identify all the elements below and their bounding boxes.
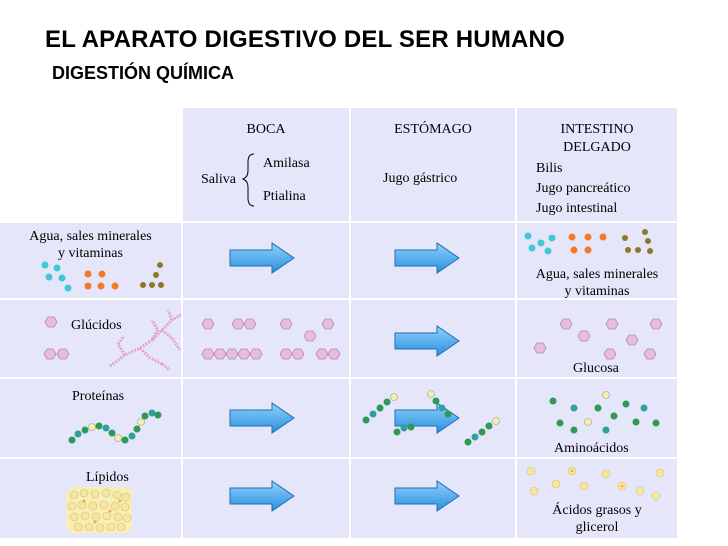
arrow-icon xyxy=(394,480,460,512)
brace-icon xyxy=(241,153,255,207)
product-water-line2: y vitaminas xyxy=(564,284,630,299)
illustration-layer xyxy=(41,229,665,533)
nutrient-proteins: Proteínas xyxy=(72,389,125,404)
fatty-acids-icon xyxy=(526,466,665,501)
row-glucids-label-cell xyxy=(0,300,181,377)
row-proteins-intestino-cell xyxy=(517,379,677,457)
jugo-gastrico-label: Jugo gástrico xyxy=(383,171,458,186)
header-cell-boca xyxy=(183,108,349,221)
header-cell-estomago xyxy=(351,108,515,221)
jugo-intestinal-label: Jugo intestinal xyxy=(536,201,618,216)
row-water-intestino-cell xyxy=(517,223,677,298)
product-water-line1: Agua, sales minerales xyxy=(535,267,659,282)
nutrient-glucids: Glúcidos xyxy=(71,318,122,333)
row-glucids-intestino-cell xyxy=(517,300,677,377)
row-glucids-boca-cell xyxy=(183,300,349,377)
arrow-icon xyxy=(229,242,295,274)
jugo-pancreatico-label: Jugo pancreático xyxy=(536,181,631,196)
product-acidos-line2: glicerol xyxy=(575,520,619,535)
digestion-table: BOCA ESTÓMAGO INTESTINO DELGADO Saliva A… xyxy=(0,108,677,538)
row-proteins-label-cell xyxy=(0,379,181,457)
water-molecules-icon xyxy=(41,261,164,292)
amino-acids-icon xyxy=(549,391,660,434)
nutrient-water-line1: Agua, sales minerales xyxy=(29,229,152,244)
nutrient-lipids: Lípidos xyxy=(86,470,129,485)
nutrient-water-line2: y vitaminas xyxy=(58,246,123,261)
product-aminoacidos: Aminoácidos xyxy=(554,441,629,456)
arrow-icon xyxy=(394,325,460,357)
starch-molecule-icon xyxy=(43,309,183,372)
arrow-icon xyxy=(229,402,295,434)
peptide-fragments-icon xyxy=(362,390,500,446)
glucid-chains-boca-icon xyxy=(201,318,341,360)
lipid-droplet-icon xyxy=(66,487,132,533)
arrow-icon xyxy=(229,480,295,512)
page-title: EL APARATO DIGESTIVO DEL SER HUMANO xyxy=(45,26,565,53)
row-lipids-intestino-cell xyxy=(517,459,677,538)
enzyme-ptialina: Ptialina xyxy=(263,189,306,204)
column-header-intestino-line2: DELGADO xyxy=(563,140,631,155)
arrow-icon xyxy=(394,242,460,274)
product-glucosa: Glucosa xyxy=(573,361,619,376)
header-cell-intestino xyxy=(517,108,677,221)
column-header-intestino-line1: INTESTINO xyxy=(560,122,634,137)
column-header-estomago: ESTÓMAGO xyxy=(394,122,472,137)
bilis-label: Bilis xyxy=(536,161,563,176)
glucose-products-icon xyxy=(533,318,663,360)
product-acidos-line1: Ácidos grasos y xyxy=(552,503,642,518)
column-header-boca: BOCA xyxy=(246,122,286,137)
enzyme-amilasa: Amilasa xyxy=(263,156,310,171)
water-products-icon xyxy=(524,229,653,255)
page-subtitle: DIGESTIÓN QUÍMICA xyxy=(52,63,235,83)
protein-chain-icon xyxy=(68,409,162,444)
saliva-label: Saliva xyxy=(201,172,236,187)
